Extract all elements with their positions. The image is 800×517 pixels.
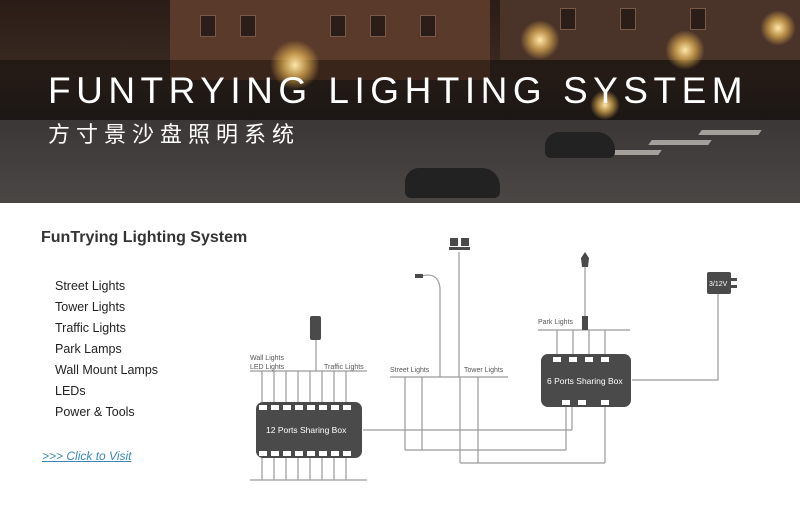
- label-traffic-lights: Traffic Lights: [324, 364, 364, 371]
- street-lamp-glow: [760, 10, 796, 46]
- port-row: [553, 357, 609, 405]
- traffic-light-icon: [310, 316, 321, 340]
- window: [620, 8, 636, 30]
- category-tower-lights[interactable]: Tower Lights: [55, 300, 126, 314]
- street-lamp-glow: [665, 30, 705, 70]
- street-lamp-glow: [270, 40, 320, 90]
- hero-banner: FUNTRYING LIGHTING SYSTEM 方寸景沙盘照明系统: [0, 0, 800, 203]
- category-street-lights[interactable]: Street Lights: [55, 279, 126, 293]
- tower-light-icon: [449, 238, 470, 250]
- sharing-box-12-label: 12 Ports Sharing Box: [266, 425, 347, 435]
- sharing-box-12-ports: [256, 402, 362, 458]
- building-facade: [170, 0, 490, 80]
- category-list: Street Lights Tower Lights Traffic Light…: [55, 278, 158, 425]
- section-heading: FunTrying Lighting System: [41, 229, 248, 246]
- label-street-lights: Street Lights: [390, 367, 430, 374]
- street-lamp-glow: [520, 20, 560, 60]
- label-wall-lights: Wall Lights: [250, 355, 284, 362]
- street-lamp-glow: [590, 90, 620, 120]
- wire: [632, 292, 719, 381]
- click-to-visit-link[interactable]: >>> Click to Visit: [42, 449, 132, 463]
- window: [240, 15, 256, 37]
- category-power-tools[interactable]: Power & Tools: [55, 405, 135, 419]
- road: [0, 120, 800, 203]
- window: [330, 15, 346, 37]
- power-adapter-label: 3/12V: [709, 281, 728, 288]
- park-lamp-icon: [581, 252, 589, 330]
- window: [560, 8, 576, 30]
- window: [370, 15, 386, 37]
- category-park-lamps[interactable]: Park Lamps: [55, 342, 122, 356]
- banner-title-zh: 方寸景沙盘照明系统: [48, 122, 301, 147]
- label-tower-lights: Tower Lights: [464, 367, 504, 374]
- window: [420, 15, 436, 37]
- sharing-box-6-label: 6 Ports Sharing Box: [547, 376, 623, 386]
- crosswalk-stripe: [648, 140, 712, 145]
- car: [405, 168, 500, 198]
- banner-title-en: FUNTRYING LIGHTING SYSTEM: [48, 70, 749, 111]
- street-light-icon: [415, 274, 423, 278]
- sharing-box-6-ports: [541, 354, 631, 407]
- label-park-lights: Park Lights: [538, 319, 574, 326]
- label-led-lights: LED Lights: [250, 364, 285, 371]
- wire: [417, 274, 441, 377]
- wiring-diagram: 12 Ports Sharing Box 6 Ports Sharing Box: [240, 230, 800, 517]
- category-traffic-lights[interactable]: Traffic Lights: [55, 321, 126, 335]
- crosswalk-stripe: [698, 130, 762, 135]
- category-leds[interactable]: LEDs: [55, 384, 86, 398]
- window: [200, 15, 216, 37]
- port-row: [259, 405, 351, 456]
- category-wall-mount-lamps[interactable]: Wall Mount Lamps: [55, 363, 159, 377]
- power-adapter-icon: 3/12V: [707, 272, 737, 294]
- wiring-diagram-svg: 12 Ports Sharing Box 6 Ports Sharing Box: [250, 238, 737, 481]
- window: [690, 8, 706, 30]
- car: [545, 132, 615, 158]
